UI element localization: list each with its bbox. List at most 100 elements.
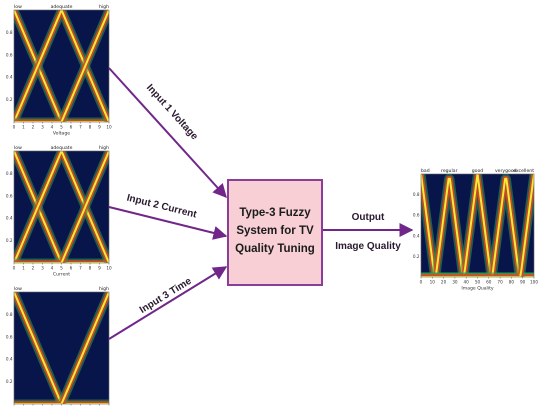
connectors	[108, 67, 414, 340]
x-tick-label: 4	[51, 125, 54, 130]
x-tick-label: 7	[79, 266, 82, 271]
x-tick-label: 90	[520, 280, 526, 285]
x-tick-label: 3	[41, 125, 44, 130]
x-tick-label: 100	[530, 280, 538, 285]
y-tick-label: 0.8	[6, 30, 13, 35]
x-tick-label: 70	[497, 280, 503, 285]
box-line-3: Quality Tuning	[235, 243, 315, 255]
y-tick-label: 0.6	[6, 334, 13, 339]
x-axis-label: Image Quality	[461, 286, 494, 292]
x-tick-label: 60	[486, 280, 492, 285]
plot-background	[14, 292, 109, 404]
membership-term-label: high	[99, 286, 109, 292]
x-tick-label: 10	[430, 280, 436, 285]
box-line-2: System for TV	[236, 225, 314, 237]
membership-term-label: adequate	[51, 145, 73, 151]
membership-function-adequate	[14, 10, 109, 122]
input3-label: Input 3 Time	[138, 276, 194, 316]
membership-function-adequate	[14, 151, 109, 263]
membership-term-label: high	[99, 4, 109, 10]
y-tick-label: 0.4	[6, 357, 13, 362]
membership-term-label: bad	[421, 168, 430, 174]
membership-term-label: low	[14, 145, 22, 151]
membership-term-label: verygood	[495, 168, 517, 174]
x-tick-label: 5	[60, 125, 63, 130]
y-tick-label: 0.2	[6, 238, 13, 243]
membership-bands	[421, 174, 534, 277]
x-tick-label: 0	[13, 266, 16, 271]
membership-term-label: regular	[441, 168, 458, 174]
plot-background	[14, 10, 109, 122]
x-tick-label: 2	[32, 125, 35, 130]
x-tick-label: 3	[41, 266, 44, 271]
y-tick-label: 0.8	[6, 171, 13, 176]
membership-function-regular	[421, 174, 534, 277]
membership-function-high	[14, 292, 109, 404]
x-tick-label: 9	[98, 266, 101, 271]
y-tick-label: 0.4	[6, 75, 13, 80]
current-membership-chart: low adequate high 0 1 2 3 4 5 6 7 8 9 10 0.2 0.4 0.6 0.8C…	[6, 145, 112, 278]
y-tick-label: 0.6	[6, 52, 13, 57]
output-label: Output	[352, 212, 385, 223]
membership-term-label: low	[14, 286, 22, 292]
image-quality-label: Image Quality	[335, 241, 401, 252]
plot-background	[14, 151, 109, 263]
voltage-membership-chart: low adequate high 0 1 2 3 4 5 6 7 8 9 10 0.2 0.4 0.6 0.8V…	[6, 4, 112, 137]
y-tick-label: 0.4	[413, 233, 420, 238]
x-tick-label: 0	[13, 125, 16, 130]
membership-term-label: excellent	[513, 168, 534, 174]
x-tick-label: 8	[89, 266, 92, 271]
x-tick-label: 1	[22, 125, 25, 130]
x-axis-label: Current	[53, 272, 70, 278]
input2-arrow	[108, 206, 228, 240]
x-axis-label: Voltage	[53, 131, 70, 137]
x-tick-label: 80	[509, 280, 515, 285]
y-tick-label: 0.2	[413, 254, 420, 259]
x-tick-label: 9	[98, 125, 101, 130]
membership-bands	[14, 151, 109, 263]
membership-function-verygood	[421, 174, 534, 277]
input1-label: Input 1 Voltage	[144, 82, 200, 142]
x-tick-label: 40	[464, 280, 470, 285]
membership-bands	[14, 10, 109, 122]
x-tick-label: 10	[106, 266, 112, 271]
x-tick-label: 20	[441, 280, 447, 285]
membership-function-high	[14, 10, 109, 122]
membership-term-label: adequate	[51, 4, 73, 10]
y-tick-label: 0.2	[6, 97, 13, 102]
membership-function-low	[14, 151, 109, 263]
input3-arrow	[108, 266, 228, 340]
x-tick-label: 5	[60, 266, 63, 271]
x-tick-label: 30	[452, 280, 458, 285]
x-tick-label: 7	[79, 125, 82, 130]
x-tick-label: 10	[106, 125, 112, 130]
membership-bands	[14, 292, 109, 404]
x-tick-label: 4	[51, 266, 54, 271]
membership-term-label: good	[472, 168, 484, 174]
x-tick-label: 2	[32, 266, 35, 271]
membership-function-low	[14, 292, 109, 404]
y-tick-label: 0.6	[413, 213, 420, 218]
x-tick-label: 0	[420, 280, 423, 285]
membership-function-low	[14, 10, 109, 122]
x-tick-label: 6	[70, 266, 73, 271]
x-tick-label: 8	[89, 125, 92, 130]
fuzzy-system-box: Type-3 Fuzzy System for TV Quality Tunin…	[227, 179, 323, 286]
y-tick-label: 0.8	[6, 312, 13, 317]
input2-label: Input 2 Current	[125, 193, 198, 221]
membership-term-label: low	[14, 4, 22, 10]
y-tick-label: 0.6	[6, 193, 13, 198]
input1-arrow	[108, 67, 227, 199]
x-tick-label: 50	[475, 280, 481, 285]
y-tick-label: 0.4	[6, 216, 13, 221]
x-tick-label: 6	[70, 125, 73, 130]
box-line-1: Type-3 Fuzzy	[239, 207, 311, 219]
time-membership-chart: lowhigh0123456789100.20.40.60.8Time	[6, 286, 112, 407]
membership-function-high	[14, 151, 109, 263]
y-tick-label: 0.8	[413, 192, 420, 197]
membership-term-label: high	[99, 145, 109, 151]
y-tick-label: 0.2	[6, 379, 13, 384]
x-tick-label: 1	[22, 266, 25, 271]
